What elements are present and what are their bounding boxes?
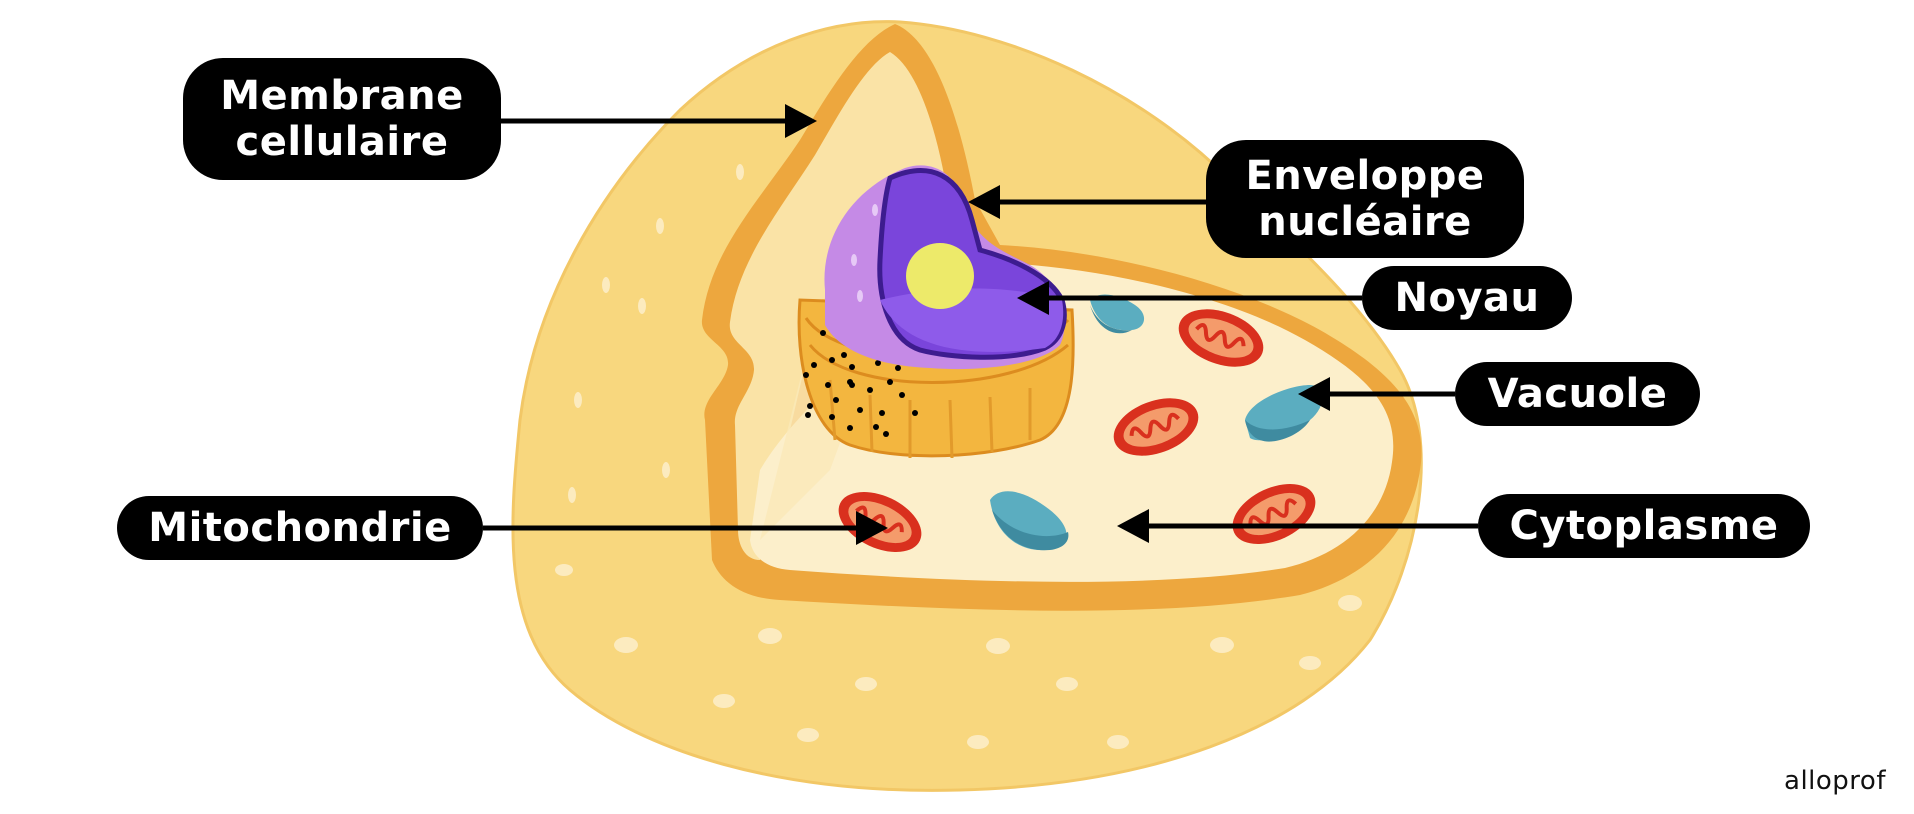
nucleus (824, 165, 1067, 370)
label-mitochondrie-text: Mitochondrie (148, 505, 452, 551)
label-enveloppe-nucleaire: Enveloppe nucléaire (1206, 140, 1524, 258)
label-vacuole: Vacuole (1455, 362, 1700, 426)
label-membrane-line2: cellulaire (235, 119, 449, 165)
arrow-enveloppe-head (968, 185, 1000, 219)
label-membrane-cellulaire: Membrane cellulaire (183, 58, 501, 180)
arrow-membrane-head (785, 104, 817, 138)
arrow-vacuole-head (1298, 377, 1330, 411)
mitochondria (838, 309, 1316, 553)
label-mitochondrie: Mitochondrie (117, 496, 483, 560)
arrow-mito-head (856, 511, 888, 545)
label-enveloppe-line2: nucléaire (1258, 199, 1472, 245)
arrow-noyau-head (1017, 281, 1049, 315)
alloprof-logo: alloprof (1784, 766, 1886, 796)
label-arrows (483, 104, 1478, 545)
label-cytoplasme: Cytoplasme (1478, 494, 1810, 558)
label-noyau: Noyau (1362, 266, 1572, 330)
label-noyau-text: Noyau (1394, 275, 1540, 321)
vacuoles (990, 294, 1323, 551)
label-membrane-line1: Membrane (220, 73, 464, 119)
label-vacuole-text: Vacuole (1487, 371, 1668, 417)
arrow-cyto-head (1117, 509, 1149, 543)
label-cytoplasme-text: Cytoplasme (1509, 503, 1779, 549)
label-enveloppe-line1: Enveloppe (1245, 153, 1485, 199)
surface-dots (555, 164, 1362, 749)
ribosomes (803, 330, 918, 437)
